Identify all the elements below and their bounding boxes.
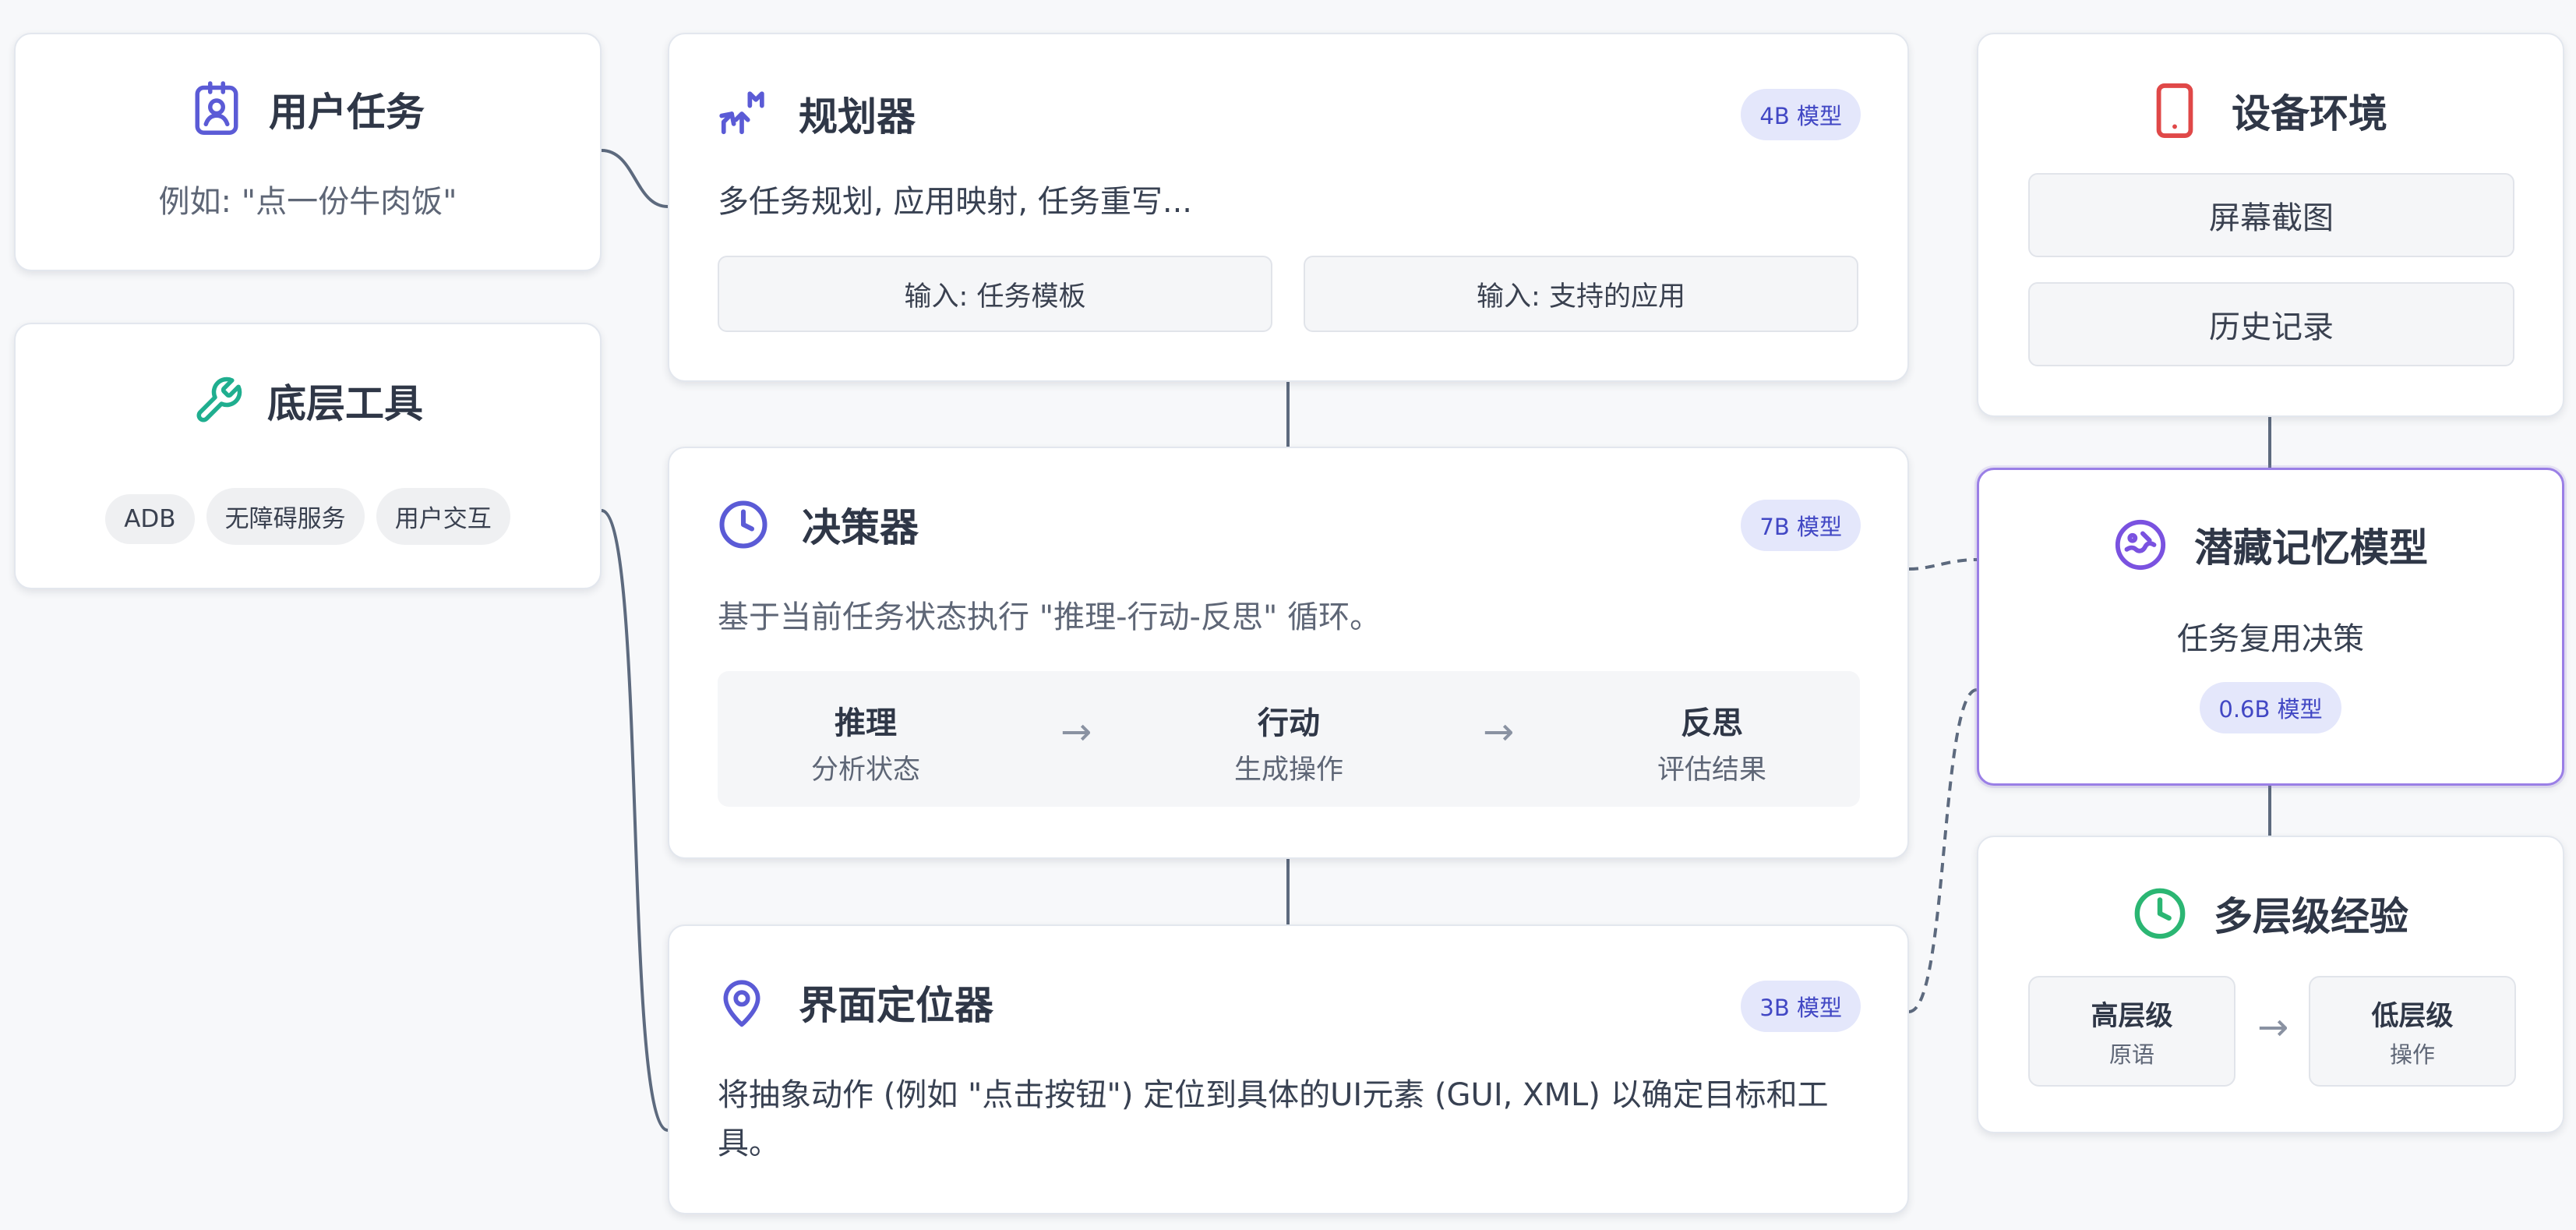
connector-grounder-memory: [1908, 688, 1978, 1013]
decider-loop-panel: 推理 分析状态 → 行动 生成操作 → 反思 评估结果: [718, 671, 1860, 807]
level-low-label: 低层级: [2371, 1000, 2454, 1032]
decider-card: 决策器 7B 模型 基于当前任务状态执行 "推理-行动-反思" 循环。 推理 分…: [668, 447, 1909, 859]
memory-badge-row: 0.6B 模型: [1979, 682, 2562, 733]
grounder-desc: 将抽象动作 (例如 "点击按钮") 定位到具体的UI元素 (GUI, XML) …: [718, 1077, 1829, 1161]
tool-pill-user-interaction: 用户交互: [376, 488, 510, 545]
loop-step-reason: 推理 分析状态: [764, 698, 967, 787]
connector-task-planner: [601, 149, 669, 208]
level-low: 低层级 操作: [2309, 976, 2516, 1087]
user-badge-icon: [191, 81, 242, 137]
decider-model-badge: 7B 模型: [1741, 500, 1861, 551]
wrench-icon: [192, 375, 244, 426]
arrow-right-icon: →: [1483, 710, 1515, 754]
level-high-label: 高层级: [2091, 1000, 2173, 1032]
planner-card: 规划器 4B 模型 多任务规划, 应用映射, 任务重写... 输入: 任务模板 …: [668, 33, 1909, 382]
connector-tools-grounder: [601, 509, 669, 1132]
arrow-right-icon: →: [2257, 1006, 2289, 1049]
user-task-card: 用户任务 例如: "点一份牛肉饭": [14, 33, 602, 271]
tool-pill-accessibility: 无障碍服务: [206, 488, 365, 545]
planner-desc: 多任务规划, 应用映射, 任务重写...: [718, 184, 1193, 220]
decider-title: 决策器: [802, 505, 919, 550]
memory-card: 潜藏记忆模型 任务复用决策 0.6B 模型: [1977, 468, 2564, 786]
planner-input-templates: 输入: 任务模板: [718, 256, 1272, 332]
route-icon: [718, 90, 766, 138]
step-reflect-sub: 评估结果: [1657, 755, 1766, 786]
level-low-sub: 操作: [2389, 1041, 2435, 1068]
memory-desc: 任务复用决策: [2177, 621, 2364, 657]
env-history: 历史记录: [2028, 282, 2514, 366]
clock-icon: [718, 499, 769, 550]
brain-icon: [2113, 518, 2168, 572]
planner-title: 规划器: [799, 94, 916, 140]
loop-step-act: 行动 生成操作: [1187, 698, 1390, 787]
step-reason-sub: 分析状态: [810, 755, 920, 786]
step-act-sub: 生成操作: [1233, 755, 1343, 786]
step-reason-label: 推理: [835, 705, 897, 741]
level-high-sub: 原语: [2108, 1041, 2154, 1068]
planner-model-badge: 4B 模型: [1741, 89, 1861, 140]
tool-pill-adb: ADB: [105, 494, 195, 544]
memory-title: 潜藏记忆模型: [2194, 525, 2428, 571]
arrow-right-icon: →: [1060, 710, 1092, 754]
history-clock-icon: [2133, 886, 2187, 941]
env-screenshot: 屏幕截图: [2028, 173, 2514, 257]
level-high: 高层级 原语: [2028, 976, 2235, 1087]
tools-title: 底层工具: [267, 381, 423, 426]
user-task-title: 用户任务: [269, 90, 425, 135]
map-pin-icon: [718, 975, 766, 1030]
environment-title: 设备环境: [2232, 91, 2387, 136]
user-task-example: 例如: "点一份牛肉饭": [158, 184, 457, 220]
tools-card: 底层工具 ADB 无障碍服务 用户交互: [14, 323, 602, 589]
loop-step-reflect: 反思 评估结果: [1611, 698, 1813, 787]
connector-decider-memory: [1908, 558, 1978, 571]
experience-title: 多层级经验: [2214, 894, 2408, 939]
decider-desc: 基于当前任务状态执行 "推理-行动-反思" 循环。: [718, 599, 1382, 635]
phone-icon: [2154, 83, 2196, 138]
step-act-label: 行动: [1258, 705, 1320, 741]
step-reflect-label: 反思: [1681, 705, 1743, 741]
environment-card: 设备环境 屏幕截图 历史记录: [1977, 33, 2564, 417]
grounder-card: 界面定位器 3B 模型 将抽象动作 (例如 "点击按钮") 定位到具体的UI元素…: [668, 924, 1909, 1214]
grounder-model-badge: 3B 模型: [1741, 981, 1861, 1032]
experience-card: 多层级经验 高层级 原语 → 低层级 操作: [1977, 836, 2564, 1133]
memory-model-badge: 0.6B 模型: [2200, 682, 2341, 733]
tools-pill-row: ADB 无障碍服务 用户交互: [16, 488, 600, 545]
planner-input-apps: 输入: 支持的应用: [1304, 256, 1858, 332]
grounder-title: 界面定位器: [799, 983, 993, 1028]
